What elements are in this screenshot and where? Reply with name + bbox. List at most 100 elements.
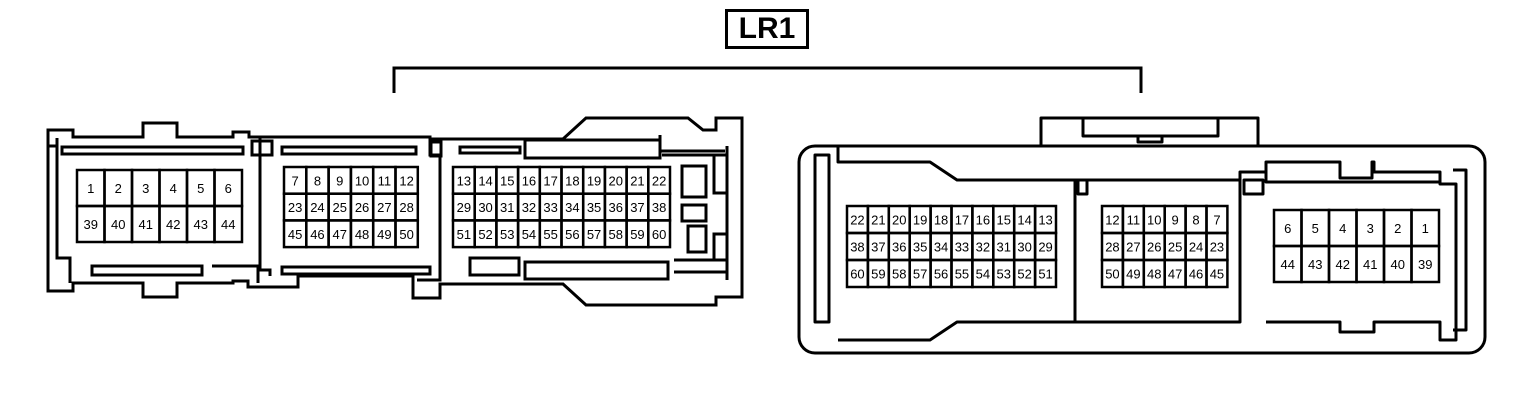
- pin-number: 25: [333, 200, 347, 215]
- pin-number: 21: [630, 173, 644, 188]
- pin-number: 44: [221, 217, 235, 232]
- pin-number: 53: [997, 267, 1011, 282]
- pin-number: 9: [336, 173, 343, 188]
- pin-number: 59: [630, 227, 644, 242]
- pin-number: 42: [1336, 257, 1350, 272]
- pin-number: 37: [871, 240, 885, 255]
- pin-number: 41: [139, 217, 153, 232]
- pin-number: 11: [1127, 213, 1141, 228]
- pin-number: 19: [587, 173, 601, 188]
- pin-number: 26: [1147, 240, 1161, 255]
- pin-number: 1: [87, 181, 94, 196]
- pin-number: 55: [543, 227, 557, 242]
- pin-number: 52: [1017, 267, 1031, 282]
- pin-number: 31: [997, 240, 1011, 255]
- pin-number: 45: [1210, 267, 1224, 282]
- pin-number: 54: [976, 267, 990, 282]
- pin-number: 48: [355, 227, 369, 242]
- pin-number: 58: [892, 267, 906, 282]
- pin-number: 3: [1367, 221, 1374, 236]
- pin-number: 24: [310, 200, 324, 215]
- pin-number: 39: [1418, 257, 1432, 272]
- pin-number: 13: [1038, 213, 1052, 228]
- pin-number: 29: [457, 200, 471, 215]
- pin-number: 27: [1126, 240, 1140, 255]
- pin-number: 17: [543, 173, 557, 188]
- pin-number: 6: [225, 181, 232, 196]
- connector-label: LR1: [725, 9, 809, 49]
- pin-number: 57: [913, 267, 927, 282]
- pin-number: 23: [1210, 240, 1224, 255]
- pin-number: 46: [1189, 267, 1203, 282]
- pin-number: 22: [850, 213, 864, 228]
- pin-number: 47: [1168, 267, 1182, 282]
- pin-cell: [394, 219, 420, 249]
- pin-number: 56: [934, 267, 948, 282]
- pin-number: 31: [500, 200, 514, 215]
- pin-number: 40: [111, 217, 125, 232]
- pin-number: 28: [399, 200, 413, 215]
- pin-number: 51: [457, 227, 471, 242]
- pin-number: 2: [1394, 221, 1401, 236]
- pin-number: 2: [115, 181, 122, 196]
- pin-number: 5: [1312, 221, 1319, 236]
- pin-number: 37: [630, 200, 644, 215]
- pin-number: 60: [652, 227, 666, 242]
- pin-number: 57: [587, 227, 601, 242]
- pin-number: 34: [934, 240, 948, 255]
- pin-number: 15: [997, 213, 1011, 228]
- pin-number: 16: [522, 173, 536, 188]
- pin-number: 7: [1213, 213, 1220, 228]
- pin-number: 55: [955, 267, 969, 282]
- pin-number: 27: [377, 200, 391, 215]
- pin-cell: [1033, 258, 1058, 289]
- pin-number: 42: [166, 217, 180, 232]
- pin-number: 38: [850, 240, 864, 255]
- pin-number: 1: [1422, 221, 1429, 236]
- pin-number: 11: [378, 173, 392, 188]
- pin-number: 18: [565, 173, 579, 188]
- pin-number: 49: [1126, 267, 1140, 282]
- pin-cell: [213, 204, 244, 244]
- pin-number: 38: [652, 200, 666, 215]
- pin-number: 50: [399, 227, 413, 242]
- pin-number: 51: [1038, 267, 1052, 282]
- pin-number: 8: [314, 173, 321, 188]
- pin-number: 10: [1147, 213, 1161, 228]
- pin-number: 9: [1172, 213, 1179, 228]
- female-connector-housing: [797, 116, 1487, 355]
- pin-number: 36: [609, 200, 623, 215]
- pin-number: 35: [913, 240, 927, 255]
- pin-number: 24: [1189, 240, 1203, 255]
- pin-number: 23: [288, 200, 302, 215]
- pin-number: 46: [310, 227, 324, 242]
- pin-number: 30: [1017, 240, 1031, 255]
- pin-number: 40: [1391, 257, 1405, 272]
- pin-number: 20: [892, 213, 906, 228]
- pin-number: 29: [1038, 240, 1052, 255]
- male-connector-housing: [46, 116, 744, 307]
- pin-number: 36: [892, 240, 906, 255]
- pin-number: 35: [587, 200, 601, 215]
- pin-number: 33: [955, 240, 969, 255]
- pin-number: 47: [333, 227, 347, 242]
- pin-number: 58: [609, 227, 623, 242]
- pin-cell: [1410, 244, 1441, 284]
- pin-number: 32: [522, 200, 536, 215]
- pin-number: 4: [170, 181, 177, 196]
- pin-number: 20: [609, 173, 623, 188]
- pin-number: 43: [1308, 257, 1322, 272]
- pin-number: 26: [355, 200, 369, 215]
- pin-number: 25: [1168, 240, 1182, 255]
- pin-number: 22: [652, 173, 666, 188]
- pin-number: 60: [850, 267, 864, 282]
- pin-number: 48: [1147, 267, 1161, 282]
- pin-number: 16: [976, 213, 990, 228]
